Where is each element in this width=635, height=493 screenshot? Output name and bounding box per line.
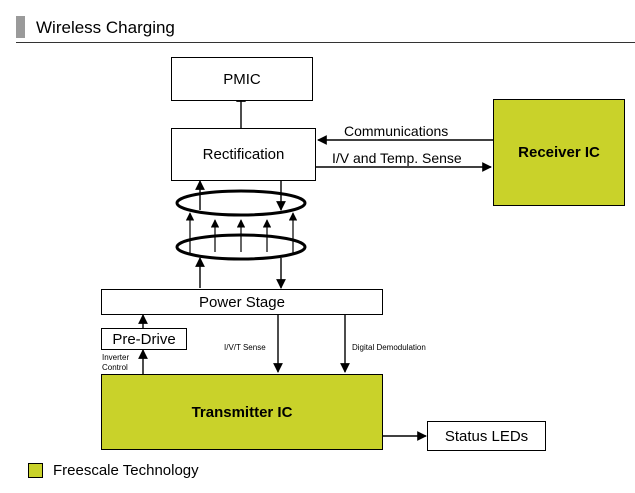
inverter-label: Inverter bbox=[102, 353, 130, 362]
status-leds-block: Status LEDs bbox=[427, 421, 546, 451]
control-label: Control bbox=[102, 363, 128, 372]
digital-demodulation-label: Digital Demodulation bbox=[352, 343, 426, 352]
page-title: Wireless Charging bbox=[36, 18, 175, 37]
ivt-sense-label: I/V/T Sense bbox=[224, 343, 266, 352]
receiver-coil bbox=[175, 189, 307, 217]
power-stage-block: Power Stage bbox=[101, 289, 383, 315]
transmitter-ic-block: Transmitter IC bbox=[101, 374, 383, 450]
pre-drive-block: Pre-Drive bbox=[101, 328, 187, 350]
rectification-block: Rectification bbox=[171, 128, 316, 181]
pmic-block: PMIC bbox=[171, 57, 313, 101]
legend-label: Freescale Technology bbox=[53, 462, 199, 479]
header-divider bbox=[16, 42, 635, 43]
receiver-ic-block: Receiver IC bbox=[493, 99, 625, 206]
legend-swatch bbox=[28, 463, 43, 478]
header-accent-bar bbox=[16, 16, 25, 38]
iv-temp-sense-label: I/V and Temp. Sense bbox=[332, 150, 462, 166]
communications-label: Communications bbox=[344, 123, 449, 139]
